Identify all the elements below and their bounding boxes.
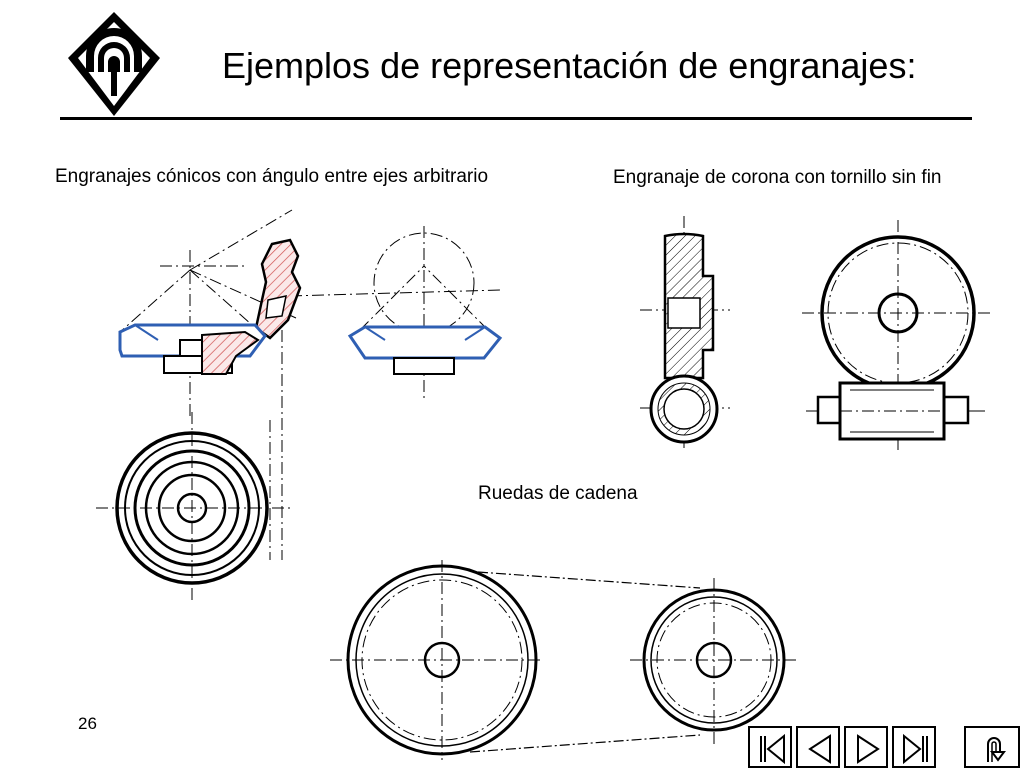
last-page-icon (903, 733, 928, 765)
next-page-button[interactable] (844, 726, 888, 768)
caption-bevel-gears: Engranajes cónicos con ángulo entre ejes… (55, 166, 489, 187)
slide-navigation (742, 726, 1024, 768)
bevel-gear-front-view (96, 412, 290, 604)
title-divider (60, 117, 972, 120)
caption-chain-wheels: Ruedas de cadena (478, 483, 638, 504)
last-page-button[interactable] (892, 726, 936, 768)
first-page-button[interactable] (748, 726, 792, 768)
worm-gear-section (640, 216, 730, 450)
previous-page-button[interactable] (796, 726, 840, 768)
bevel-gear-side-view (347, 226, 503, 398)
next-page-icon (857, 734, 880, 764)
first-page-icon (760, 733, 785, 765)
previous-page-icon (808, 734, 831, 764)
worm-gear-front-view (802, 220, 992, 450)
return-icon (987, 737, 1006, 762)
university-logo (68, 12, 160, 116)
page-number: 26 (78, 714, 97, 733)
caption-worm-gear: Engranaje de corona con tornillo sin fin (613, 167, 942, 188)
slide-title: Ejemplos de representación de engranajes… (222, 45, 917, 86)
return-button[interactable] (964, 726, 1020, 768)
bevel-gear-section (118, 209, 501, 560)
chain-wheels (330, 560, 800, 760)
